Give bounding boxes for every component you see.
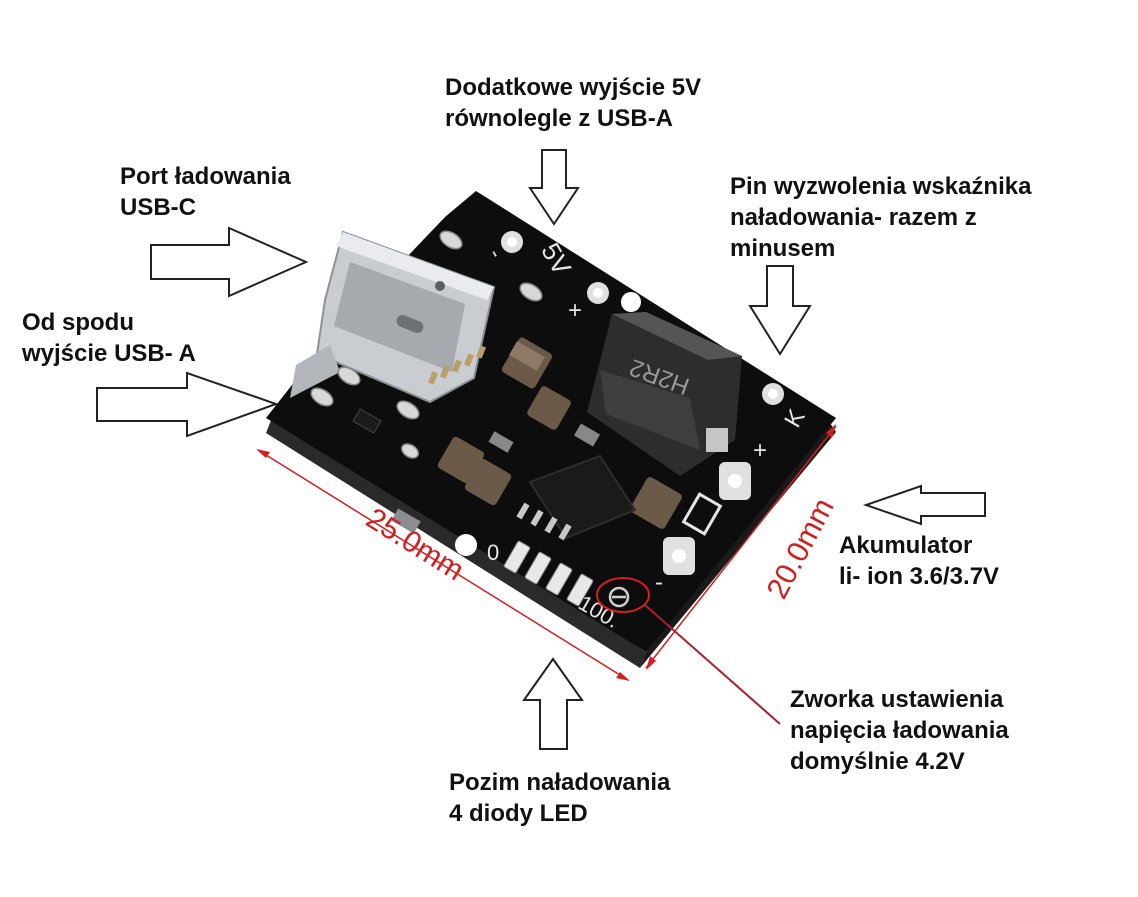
jumper-line-2: napięcia ładowania	[790, 717, 1009, 744]
arrow-right-usba-icon	[96, 371, 279, 438]
solder-pads	[310, 230, 543, 459]
extra-output-line-1: Dodatkowe wyjście 5V	[445, 74, 702, 101]
extra-output-line-2: równolegle z USB-A	[445, 105, 674, 132]
charge-level-leds	[503, 540, 594, 607]
extra-output-label: Dodatkowe wyjście 5V równolegle z USB-A	[445, 72, 701, 134]
battery-line-1: Akumulator	[839, 532, 973, 559]
usb-a-output-line-2: wyjście USB- A	[22, 340, 196, 367]
silk-led-zero: 0	[487, 540, 499, 565]
silk-batt-plus: +	[753, 437, 767, 464]
jumper-line-1: Zworka ustawienia	[790, 686, 1004, 713]
usb-a-output-line-1: Od spodu	[22, 309, 134, 336]
battery-label: Akumulator li- ion 3.6/3.7V	[839, 530, 999, 592]
silk-batt-minus: -	[655, 569, 663, 596]
arrow-left-battery-icon	[862, 484, 986, 526]
usb-a-output-label: Od spodu wyjście USB- A	[22, 307, 196, 369]
jumper-line-3: domyślnie 4.2V	[790, 748, 965, 775]
charge-level-line-2: 4 diody LED	[449, 800, 588, 827]
jumper-label: Zworka ustawienia napięcia ładowania dom…	[790, 684, 1009, 777]
indicator-pin-label: Pin wyzwolenia wskaźnika naładowania- ra…	[730, 171, 1031, 264]
pcb-board: H2R2	[266, 191, 836, 668]
silk-out-plus: +	[568, 297, 582, 324]
width-label: 20.0mm	[761, 493, 841, 604]
indicator-pin-line-2: naładowania- razem z	[730, 204, 977, 231]
indicator-pin-line-1: Pin wyzwolenia wskaźnika	[730, 173, 1032, 200]
smd-components	[352, 337, 682, 541]
charge-port-line-2: USB-C	[120, 194, 196, 221]
charge-port-label: Port ładowania USB-C	[120, 161, 291, 223]
usb-c-connector	[315, 230, 496, 404]
charge-port-line-1: Port ładowania	[120, 163, 291, 190]
charge-level-label: Pozim naładowania 4 diody LED	[449, 767, 670, 829]
arrow-down-indicator-icon	[748, 265, 812, 356]
battery-line-2: li- ion 3.6/3.7V	[839, 563, 1000, 590]
arrow-up-leds-icon	[522, 657, 584, 750]
indicator-pin-line-3: minusem	[730, 235, 836, 262]
terminal-holes	[501, 231, 784, 575]
jumper-callout	[596, 577, 781, 725]
arrow-right-usbc-icon	[150, 226, 309, 298]
inductor: H2R2	[587, 312, 742, 476]
arrow-down-5v-icon	[528, 149, 580, 226]
charge-level-line-1: Pozim naładowania	[449, 769, 671, 796]
